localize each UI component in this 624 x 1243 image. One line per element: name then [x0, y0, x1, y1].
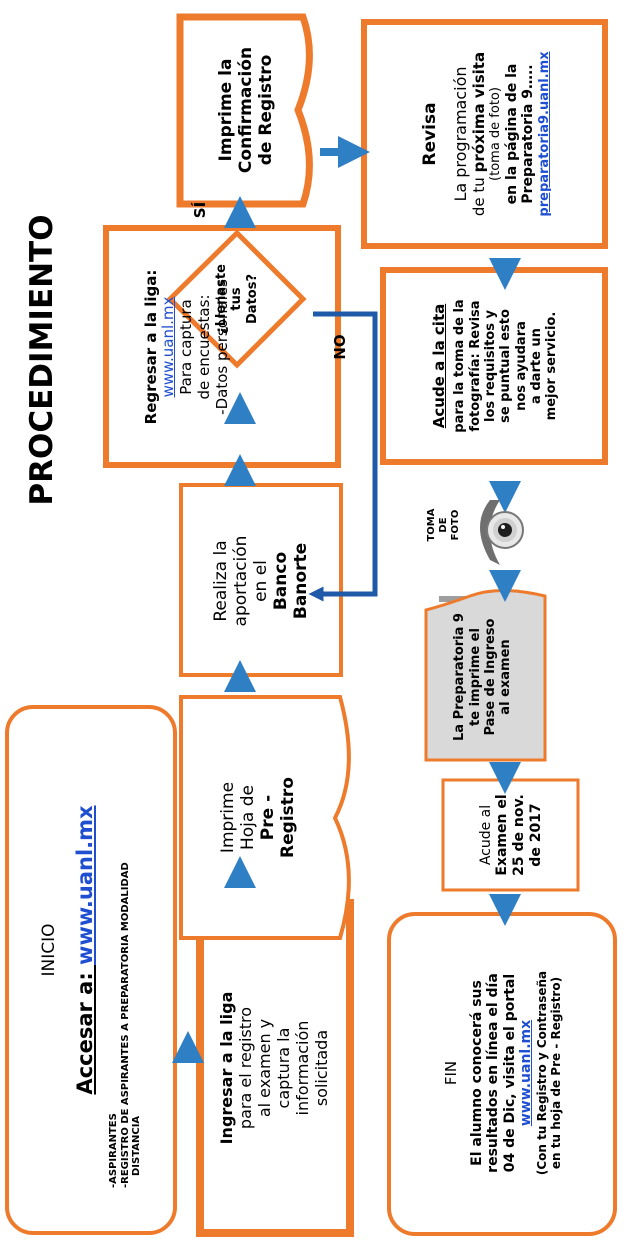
- revisa-content: Revisa La programación de tu próxima vis…: [419, 51, 552, 217]
- hoja-preregistro-content: Imprime Hoja de Pre - Registro: [217, 777, 299, 858]
- regresar-link[interactable]: www.uanl.mx: [159, 296, 178, 398]
- webcam-icon: [480, 500, 524, 565]
- accesar-line: Accesar a: www.uanl.mx: [72, 805, 97, 1095]
- inicio-heading: INICIO: [38, 923, 59, 977]
- arrow-no-path: [308, 311, 378, 602]
- arrows: [172, 136, 521, 1063]
- acude-cita-box: [380, 267, 608, 465]
- toma-foto-label: TOMA DE FOTO: [426, 508, 461, 542]
- ingresar-box: [196, 899, 354, 1237]
- pase-content: La Preparatoria 9 te imprime el Pase de …: [452, 613, 514, 741]
- decision-diamond: [166, 229, 307, 369]
- decision-content: ¿Llenaste tus Datos?: [214, 264, 260, 334]
- hoja-preregistro-shape: [179, 695, 351, 940]
- inicio-box: [5, 705, 177, 1235]
- acude-cita-content: Acude a la cita para la toma de la fotog…: [429, 299, 560, 433]
- confirmacion-content: Imprime la Confirmación de Registro: [215, 46, 277, 174]
- page-title: PROCEDIMIENTO: [23, 214, 60, 506]
- ingresar-content: Ingresar a la liga para el registro al e…: [217, 991, 331, 1145]
- realiza-content: Realiza la aportación en el Banco Banort…: [210, 535, 312, 627]
- inicio-content: INICIO Accesar a: www.uanl.mx -ASPIRANTE…: [38, 805, 143, 1188]
- no-label: NO: [331, 334, 350, 360]
- fin-content: FIN El alumno conocerá sus resultados en…: [441, 970, 563, 1176]
- revisa-box: [361, 19, 608, 249]
- confirmacion-shape: [176, 13, 313, 208]
- accesar-link[interactable]: www.uanl.mx: [72, 805, 97, 965]
- realiza-box: [179, 483, 343, 677]
- examen-content: Acude al Examen el 25 de nov. de 2017: [477, 794, 544, 876]
- preparatoria9-link[interactable]: preparatoria9.uanl.mx: [536, 51, 552, 217]
- pase-shape: [424, 589, 547, 762]
- fin-uanl-link[interactable]: www.uanl.mx: [518, 1019, 535, 1127]
